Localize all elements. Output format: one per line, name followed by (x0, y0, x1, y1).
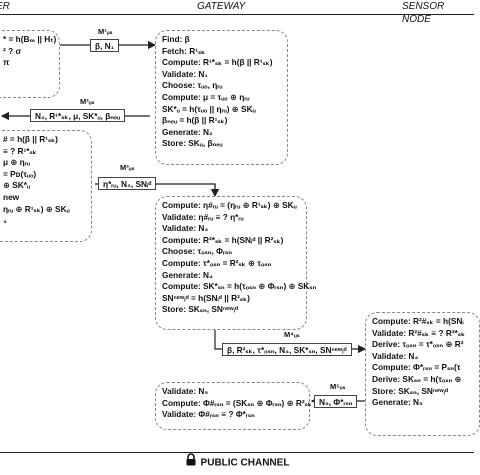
user-step-line: ⊕ SK*ᵤ (3, 180, 31, 191)
gateway-step-line: Find: β (162, 34, 190, 44)
gateway-step-line: Generate: N₂ (162, 126, 213, 137)
public-channel-bar: PUBLIC CHANNEL (0, 452, 474, 475)
gateway-step-line: Compute: μ = τᵤₒ ⊕ ηᵣᵤ (162, 91, 250, 102)
gateway-step-box-3: Validate: N₅ Compute: Φ#ᵣₛₙ = (SKₛₙ ⊕ Φᵣ… (155, 382, 312, 430)
gateway-step-line: SK*ᵤ = h(τᵤₒ || ηᵣᵤ) ⊕ SKᵤ (162, 103, 256, 114)
gateway-step-line: Validate: N₃ (162, 223, 209, 234)
header-bar: ER GATEWAY SENSOR NODE (0, 0, 474, 25)
user-step-line: # = h(β || R¹ₛₖ) (3, 134, 58, 144)
msg3-label: M³ᵤₛ (120, 163, 135, 172)
gateway-step-line: Store: SKₛₙ, SNⁿᵉʷᵢᵈ (162, 304, 239, 315)
sensor-step-line: Validate: N₄ (372, 350, 419, 361)
user-step-line: ηᵣᵤ ⊕ R¹ₛₖ) ⊕ SKᵤ (3, 203, 70, 214)
sensor-step-line: Derive: SKₛₙ = h(τₒₛₙ ⊕ (372, 373, 462, 384)
gateway-step-line: Compute: SK*ₛₙ = h(τₒₛₙ ⊕ Φᵣₛₙ) ⊕ SKₛₙ (162, 281, 317, 292)
gateway-step-line: Validate: η#ᵣᵤ ≡ ? η*ᵣᵤ (162, 211, 244, 222)
msg4-box: β, R²ₛₖ, τ*ₒₛₙ, N₄, SK*ₛₙ, SNⁿᵉʷᵢᵈ (222, 343, 352, 356)
user-step-line: new (3, 191, 20, 202)
user-step-box-2: # = h(β || R¹ₛₖ) ≡ ? R¹*ₛₖ μ ⊕ ηᵣᵤ = Pᴅ(… (0, 130, 92, 242)
gateway-step-line: Validate: Φ#ᵣₛₙ ≡ ? Φ*ᵣₛₙ (162, 409, 255, 420)
gateway-step-box-1: Find: β Fetch: R¹ₛₖ Compute: R¹*ₛₖ = h(β… (155, 30, 288, 165)
gateway-step-line: Compute: R¹*ₛₖ = h(β || R¹ₛₖ) (162, 57, 273, 68)
gateway-step-box-2: Compute: η#ᵣᵤ = (ηᵣᵤ ⊕ R¹ₛₖ) ⊕ SKᵤ Valid… (155, 196, 317, 330)
user-step-line: π (3, 57, 10, 68)
user-step-line: * = h(Bₘ || Hₜ) (3, 34, 57, 44)
sensor-step-line: Derive: τₒₛₙ = τ*ₒₛₙ ⊕ R² (372, 339, 464, 350)
sensor-column-label: SENSOR NODE (402, 1, 445, 25)
msg1-box: β, N₁ (90, 39, 120, 52)
user-step-line: ≡ ? R¹*ₛₖ (3, 145, 37, 156)
sensor-step-line: Generate: N₅ (372, 397, 423, 408)
sensor-step-line: Compute: R²#ₛₖ = h(SNᵢ (372, 316, 464, 326)
msg5-label: M⁵ᵤₛ (330, 382, 346, 391)
msg5-box: N₅, Φ*ᵣₛₙ (314, 395, 358, 408)
gateway-step-line: Compute: Φ#ᵣₛₙ = (SKₛₙ ⊕ Φᵣₛₙ) ⊕ R²ₛₖ (162, 397, 312, 408)
gateway-step-line: Choose: τᵤₒ, ηᵣᵤ (162, 80, 223, 91)
msg3-box: η*ᵣᵤ, N₃, SNᵢᵈ (98, 177, 157, 190)
gateway-step-line: Compute: η#ᵣᵤ = (ηᵣᵤ ⊕ R¹ₛₖ) ⊕ SKᵤ (162, 200, 297, 210)
user-column-label: ER (0, 1, 10, 12)
gateway-step-line: Compute: R²*ₛₖ = h(SNᵢᵈ || R²ₛₖ) (162, 234, 284, 245)
msg4-label: M⁴ᵤₛ (284, 330, 300, 339)
user-step-line: ² ? σ (3, 45, 22, 56)
gateway-step-line: Store: SKᵤ, βₙₑᵤ (162, 138, 223, 149)
gateway-step-line: Choose: τₒₛₙ, Φᵣₛₙ (162, 246, 232, 257)
user-step-line: ₃ (3, 215, 7, 226)
msg2-box: N₂, R¹*ₛₖ, μ, SK*ᵤ, βₙₑᵤ (30, 109, 126, 122)
gateway-step-line: βₙₑᵤ = h(β || R¹ₛₖ) (162, 115, 228, 126)
sensor-step-box: Compute: R²#ₛₖ = h(SNᵢ Validate: R²#ₛₖ ≡… (365, 312, 480, 436)
sensor-step-line: Store: SKₛₙ, SNⁿᵉʷᵢᵈ (372, 385, 449, 396)
lock-icon (185, 453, 197, 473)
gateway-step-line: SNⁿᵉʷᵢᵈ = h(SNᵢᵈ || R²ₛₖ) (162, 292, 250, 303)
public-channel-label: PUBLIC CHANNEL (200, 457, 290, 469)
gateway-step-line: Generate: N₄ (162, 269, 213, 280)
gateway-step-line: Compute: τ*ₒₛₙ = R²ₛₖ ⊕ τₒₛₙ (162, 257, 272, 268)
gateway-step-line: Validate: N₅ (162, 386, 209, 396)
user-step-line: = Pᴅ(τᵤₒ) (3, 168, 37, 179)
user-step-line: μ ⊕ ηᵣᵤ (3, 157, 30, 168)
gateway-step-line: Fetch: R¹ₛₖ (162, 45, 206, 56)
msg1-label: M¹ᵤₛ (98, 27, 113, 36)
gateway-step-line: Validate: N₁ (162, 68, 208, 79)
gateway-column-label: GATEWAY (197, 1, 246, 12)
sensor-step-line: Validate: R²#ₛₖ ≡ ? R²*ₛₖ (372, 327, 466, 338)
sensor-step-line: Compute: Φ*ᵣₛₙ = Pₛₙ(τ (372, 362, 461, 373)
msg2-label: M²ᵤₛ (80, 97, 95, 106)
user-step-box-1: * = h(Bₘ || Hₜ) ² ? σ π (0, 30, 60, 98)
